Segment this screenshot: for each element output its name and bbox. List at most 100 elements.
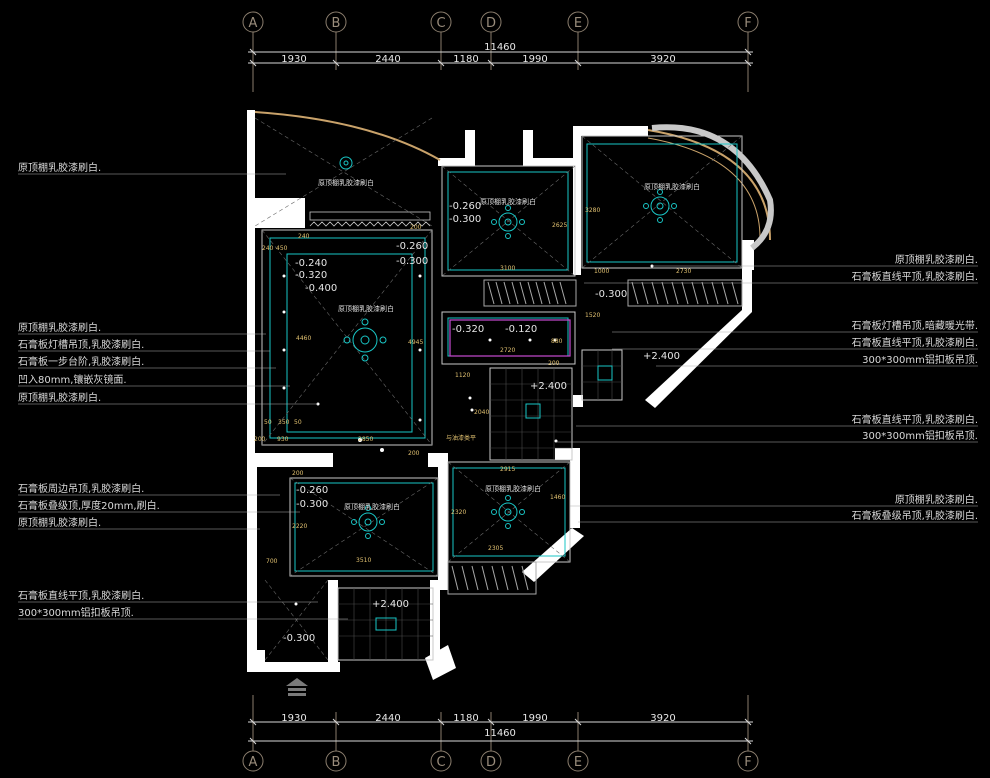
level-mark: -0.300: [449, 214, 481, 225]
axis-c-top: C: [436, 16, 445, 31]
left-label-3: 石膏板灯槽吊顶,乳胶漆刷白.: [18, 338, 144, 351]
small-dim: 2040: [474, 409, 489, 416]
wall-diagonal-lower: [522, 528, 584, 582]
small-dim: 4945: [408, 339, 423, 346]
small-dim: 3280: [585, 207, 600, 214]
room-label: 原顶棚乳胶漆刷白: [480, 197, 536, 206]
small-dim: 2305: [488, 545, 503, 552]
small-dim: 930: [277, 436, 289, 443]
bottom-dim-5: 3920: [650, 713, 675, 724]
small-dim: 2220: [292, 523, 307, 530]
right-label-8: 原顶棚乳胶漆刷白.: [895, 493, 978, 506]
small-dim: 2320: [451, 509, 466, 516]
left-label-4: 石膏板一步台阶,乳胶漆刷白.: [18, 355, 144, 368]
small-dim: 350: [278, 419, 290, 426]
axis-d-top: D: [486, 16, 496, 31]
chandelier-icon: [343, 318, 387, 362]
left-label-2: 原顶棚乳胶漆刷白.: [18, 321, 101, 334]
right-label-7: 300*300mm铝扣板吊顶.: [862, 429, 978, 442]
level-mark: +2.400: [643, 351, 680, 362]
right-label-6: 石膏板直线平顶,乳胶漆刷白.: [852, 413, 978, 426]
floor-plan: [247, 110, 774, 696]
level-mark: -0.260: [396, 241, 428, 252]
bottom-dim-2: 2440: [375, 713, 400, 724]
bottom-dimension-lines: [248, 718, 753, 745]
ceiling-trim: [309, 211, 431, 221]
room-outlines: [261, 135, 743, 661]
small-dim: 240: [298, 233, 310, 240]
bath-light-icon: [375, 617, 397, 631]
axis-a-top: A: [249, 16, 258, 31]
room-label: 原顶棚乳胶漆刷白: [318, 178, 374, 187]
axis-f-bottom: F: [744, 755, 751, 770]
bottom-total-dim: 11460: [484, 728, 516, 739]
axis-e-bottom: E: [574, 755, 582, 770]
chandelier-icon: [491, 495, 525, 529]
ceiling-lamp-icon: [339, 156, 353, 170]
level-marks: -0.260 -0.300 -0.260 -0.300 -0.240 -0.32…: [283, 201, 680, 644]
level-mark: -0.120: [505, 324, 537, 335]
right-label-3: 石膏板灯槽吊顶,暗藏暖光带.: [852, 319, 978, 332]
small-dim: 2850: [358, 436, 373, 443]
axis-d-bottom: D: [486, 755, 496, 770]
small-dim: 3510: [356, 557, 371, 564]
room-label: 原顶棚乳胶漆刷白: [485, 484, 541, 493]
chandelier-icon: [643, 189, 677, 223]
small-dim: 880: [551, 338, 563, 345]
small-dim: 200: [254, 436, 266, 443]
small-dim: 50: [294, 419, 302, 426]
small-dim: 1120: [455, 372, 470, 379]
small-dim: 2915: [500, 466, 515, 473]
left-label-9: 原顶棚乳胶漆刷白.: [18, 516, 101, 529]
top-dim-5: 3920: [650, 54, 675, 65]
leader-lines: [18, 173, 978, 620]
bottom-dim-4: 1990: [522, 713, 547, 724]
small-dim: 50: [264, 419, 272, 426]
left-label-1: 原顶棚乳胶漆刷白.: [18, 161, 101, 174]
level-mark: -0.320: [452, 324, 484, 335]
chandelier-icons: [339, 156, 677, 631]
room-label: 原顶棚乳胶漆刷白: [644, 182, 700, 191]
axis-b-bottom: B: [332, 755, 341, 770]
arc-bay-window: [651, 124, 774, 251]
top-axis-labels: A B C D E F: [249, 16, 752, 31]
chandelier-icon: [491, 205, 525, 239]
level-mark: -0.300: [296, 499, 328, 510]
top-dim-3: 1180: [453, 54, 478, 65]
magenta-cove: [449, 319, 571, 357]
left-label-5: 凹入80mm,镶嵌灰镜面.: [18, 373, 127, 386]
small-dim: 1000: [594, 268, 609, 275]
bottom-axis-labels: A B C D E F: [249, 755, 752, 770]
small-dimensions: 240 450 240 4460 4945 200 2625 3100 3280…: [254, 207, 691, 565]
level-mark: -0.260: [449, 201, 481, 212]
top-dim-4: 1990: [522, 54, 547, 65]
level-mark: -0.240: [295, 258, 327, 269]
small-dim: 200: [292, 470, 304, 477]
left-label-10: 石膏板直线平顶,乳胶漆刷白.: [18, 589, 144, 602]
level-mark: +2.400: [372, 599, 409, 610]
right-annotations: 原顶棚乳胶漆刷白. 石膏板直线平顶,乳胶漆刷白. 石膏板灯槽吊顶,暗藏暖光带. …: [852, 253, 978, 522]
small-dim: 200: [410, 224, 422, 231]
right-label-9: 石膏板叠级吊顶,乳胶漆刷白.: [852, 509, 978, 522]
right-label-4: 石膏板直线平顶,乳胶漆刷白.: [852, 336, 978, 349]
level-mark: -0.320: [295, 270, 327, 281]
axis-e-top: E: [574, 16, 582, 31]
arc-top-left: [254, 111, 441, 161]
right-label-2: 石膏板直线平顶,乳胶漆刷白.: [852, 270, 978, 283]
bottom-axis-grid: [242, 695, 759, 772]
small-dim: 200: [408, 450, 420, 457]
small-dim: 240: [262, 245, 274, 252]
left-label-11: 300*300mm铝扣板吊顶.: [18, 606, 134, 619]
bottom-dim-1: 1930: [281, 713, 306, 724]
right-label-1: 原顶棚乳胶漆刷白.: [895, 253, 978, 266]
cornice-zigzag: [309, 221, 431, 227]
level-mark: -0.300: [396, 256, 428, 267]
bath-light-icon: [525, 403, 541, 419]
room-labels: 原顶棚乳胶漆刷白 原顶棚乳胶漆刷白 原顶棚乳胶漆刷白 原顶棚乳胶漆刷白 原顶棚乳…: [318, 178, 700, 511]
wall-diagonal-right: [645, 310, 752, 408]
top-dim-1: 1930: [281, 54, 306, 65]
chandelier-icon: [351, 505, 385, 539]
window-bands: [447, 279, 743, 595]
room-label: 原顶棚乳胶漆刷白: [338, 304, 394, 313]
